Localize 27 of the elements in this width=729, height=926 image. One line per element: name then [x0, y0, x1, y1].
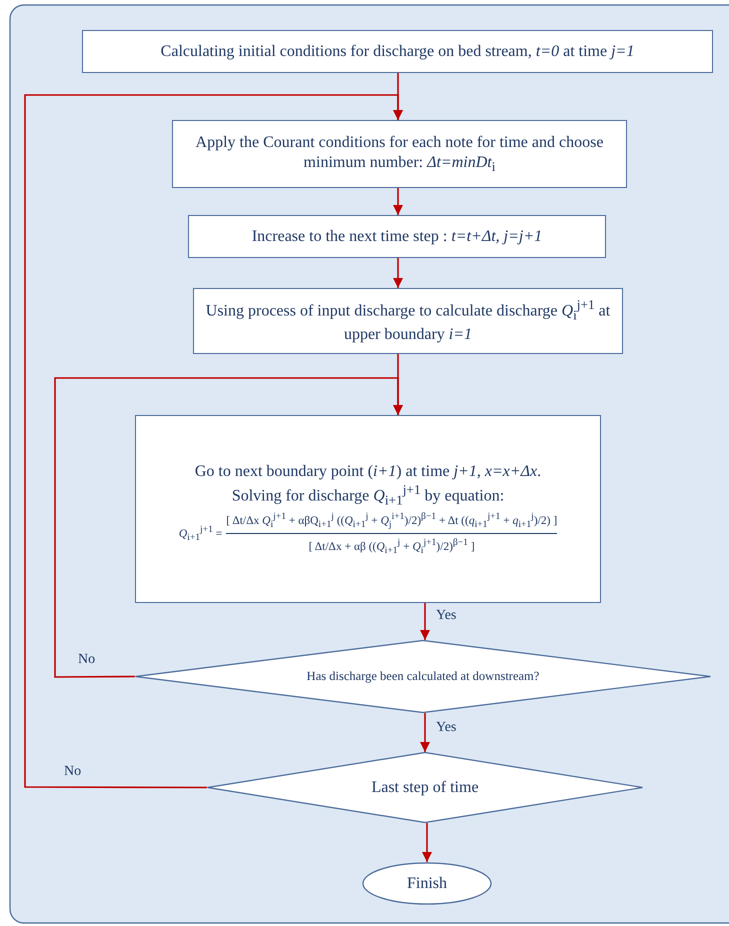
- formula-denominator: [ Δt/Δx + αβ ((Q$_{i+1}$$^{j}$ + Q$_{i}$$^{j+1}$)/2)$^{β−1}$ ]: [308, 537, 475, 556]
- arrow: [420, 713, 430, 752]
- arrow: [54, 377, 403, 678]
- formula-lhs: Q$_{i+1}$$^{j+1}$ =: [178, 524, 222, 544]
- terminal-oval: [362, 862, 492, 905]
- process-box: [188, 215, 606, 258]
- step-text: Calculating initial conditions for discharge on bed stream, t=0 at time j=1: [160, 42, 636, 62]
- step-text: Apply the Courant conditions for each note for time and choose minimum number: Δt=minDt$_{i}$: [194, 132, 604, 176]
- step-text: Using process of input discharge to calculate discharge Q$_{i}$$^{j+1}$ at upper boundary i=1: [204, 297, 612, 345]
- process-box: [193, 288, 623, 354]
- process-box: [82, 30, 713, 73]
- step-text: Increase to the next time step : t=t+Δt, j=j+1: [250, 226, 544, 246]
- decision-diamond: [207, 752, 643, 823]
- arrow: [393, 188, 403, 215]
- formula-numerator: [ Δt/Δx Q$_{i}$$^{j+1}$ + αβQ$_{i+1}$$^{j}$ ((Q$_{i+1}$$^{j}$ + Q$_{j}$$^{i+1}$)/2)$^{β−1}$ + Δt ((q$_{i+1}$$^{j+1}$ + q$_{i+1}$$^{j}$)/2) ]: [226, 510, 558, 530]
- process-box: [135, 415, 601, 603]
- arrow: [393, 258, 403, 288]
- process-box: [172, 120, 627, 188]
- step-text: Solving for discharge Q$_{i+1}$$^{j+1}$ by equation:: [230, 482, 506, 509]
- arrow: [420, 603, 430, 640]
- arrow: [24, 94, 403, 788]
- decision-diamond: [135, 640, 711, 713]
- arrow: [422, 823, 432, 862]
- step-text: Finish: [406, 874, 447, 894]
- step-text: Has discharge been calculated at downstream?: [306, 668, 540, 684]
- step-text: Go to next boundary point (i+1) at time j+1, x=x+Δx.: [194, 462, 542, 482]
- step-text: Last step of time: [371, 778, 479, 798]
